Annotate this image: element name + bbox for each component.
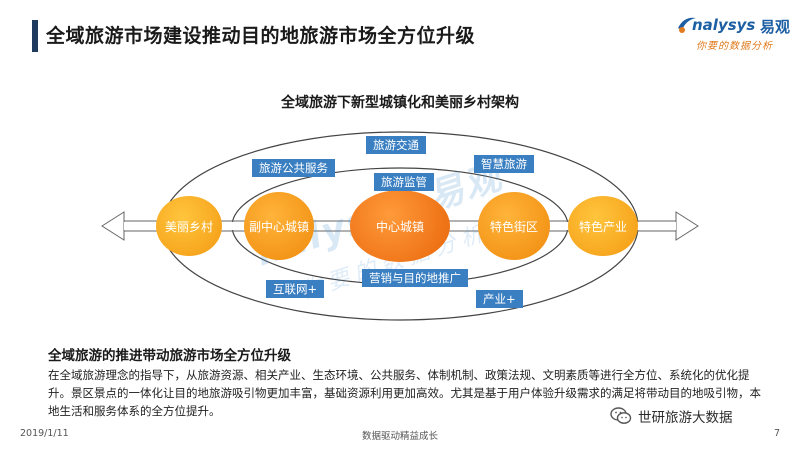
node-tese-jiequ: 特色街区 <box>478 192 550 260</box>
footer-date: 2019/1/11 <box>20 428 69 439</box>
tag-zhihui-lvyou: 智慧旅游 <box>474 155 534 173</box>
logo-cn-text: 易观 <box>760 18 791 36</box>
section-heading: 全域旅游的推进带动旅游市场全方位升级 <box>48 348 291 364</box>
page-title: 全域旅游市场建设推动目的地旅游市场全方位升级 <box>46 25 476 47</box>
wechat-icon <box>610 407 632 424</box>
left-arrowhead-icon <box>101 211 125 241</box>
logo-slogan: 你要的数据分析 <box>696 41 773 52</box>
body-paragraph: 在全域旅游理念的指导下，从旅游资源、相关产业、生态环境、公共服务、体制机制、政策… <box>48 368 761 418</box>
wechat-account-name: 世研旅游大数据 <box>638 410 733 426</box>
logo-brand-text: nalysys <box>692 16 756 34</box>
diagram-title: 全域旅游下新型城镇化和美丽乡村架构 <box>281 95 519 111</box>
analysys-logo: nalysys 易观 你要的数据分析 <box>674 14 794 58</box>
node-fu-zhongxin-chengzhen: 副中心城镇 <box>244 192 314 260</box>
wechat-watermark: 世研旅游大数据 <box>610 404 733 428</box>
tag-yingxiao-mudidi-tuiguang: 营销与目的地推广 <box>362 269 468 287</box>
logo-swoosh-icon <box>678 17 696 33</box>
footer-slogan: 数据驱动精益成长 <box>361 431 438 442</box>
tag-lvyou-gonggong-fuwu: 旅游公共服务 <box>252 159 335 177</box>
tag-hulianwang-plus: 互联网+ <box>266 280 325 298</box>
node-zhongxin-chengzhen: 中心城镇 <box>350 190 450 262</box>
right-arrowhead-icon <box>675 211 699 241</box>
tag-lvyou-jiaotong: 旅游交通 <box>366 136 426 154</box>
node-tese-chanye: 特色产业 <box>568 196 638 256</box>
node-meili-xiangcun: 美丽乡村 <box>156 196 222 256</box>
title-accent-bar <box>32 20 38 52</box>
tag-lvyou-jianguan: 旅游监管 <box>374 173 434 191</box>
page-number: 7 <box>774 428 781 439</box>
tag-chanye-plus: 产业+ <box>476 290 523 308</box>
